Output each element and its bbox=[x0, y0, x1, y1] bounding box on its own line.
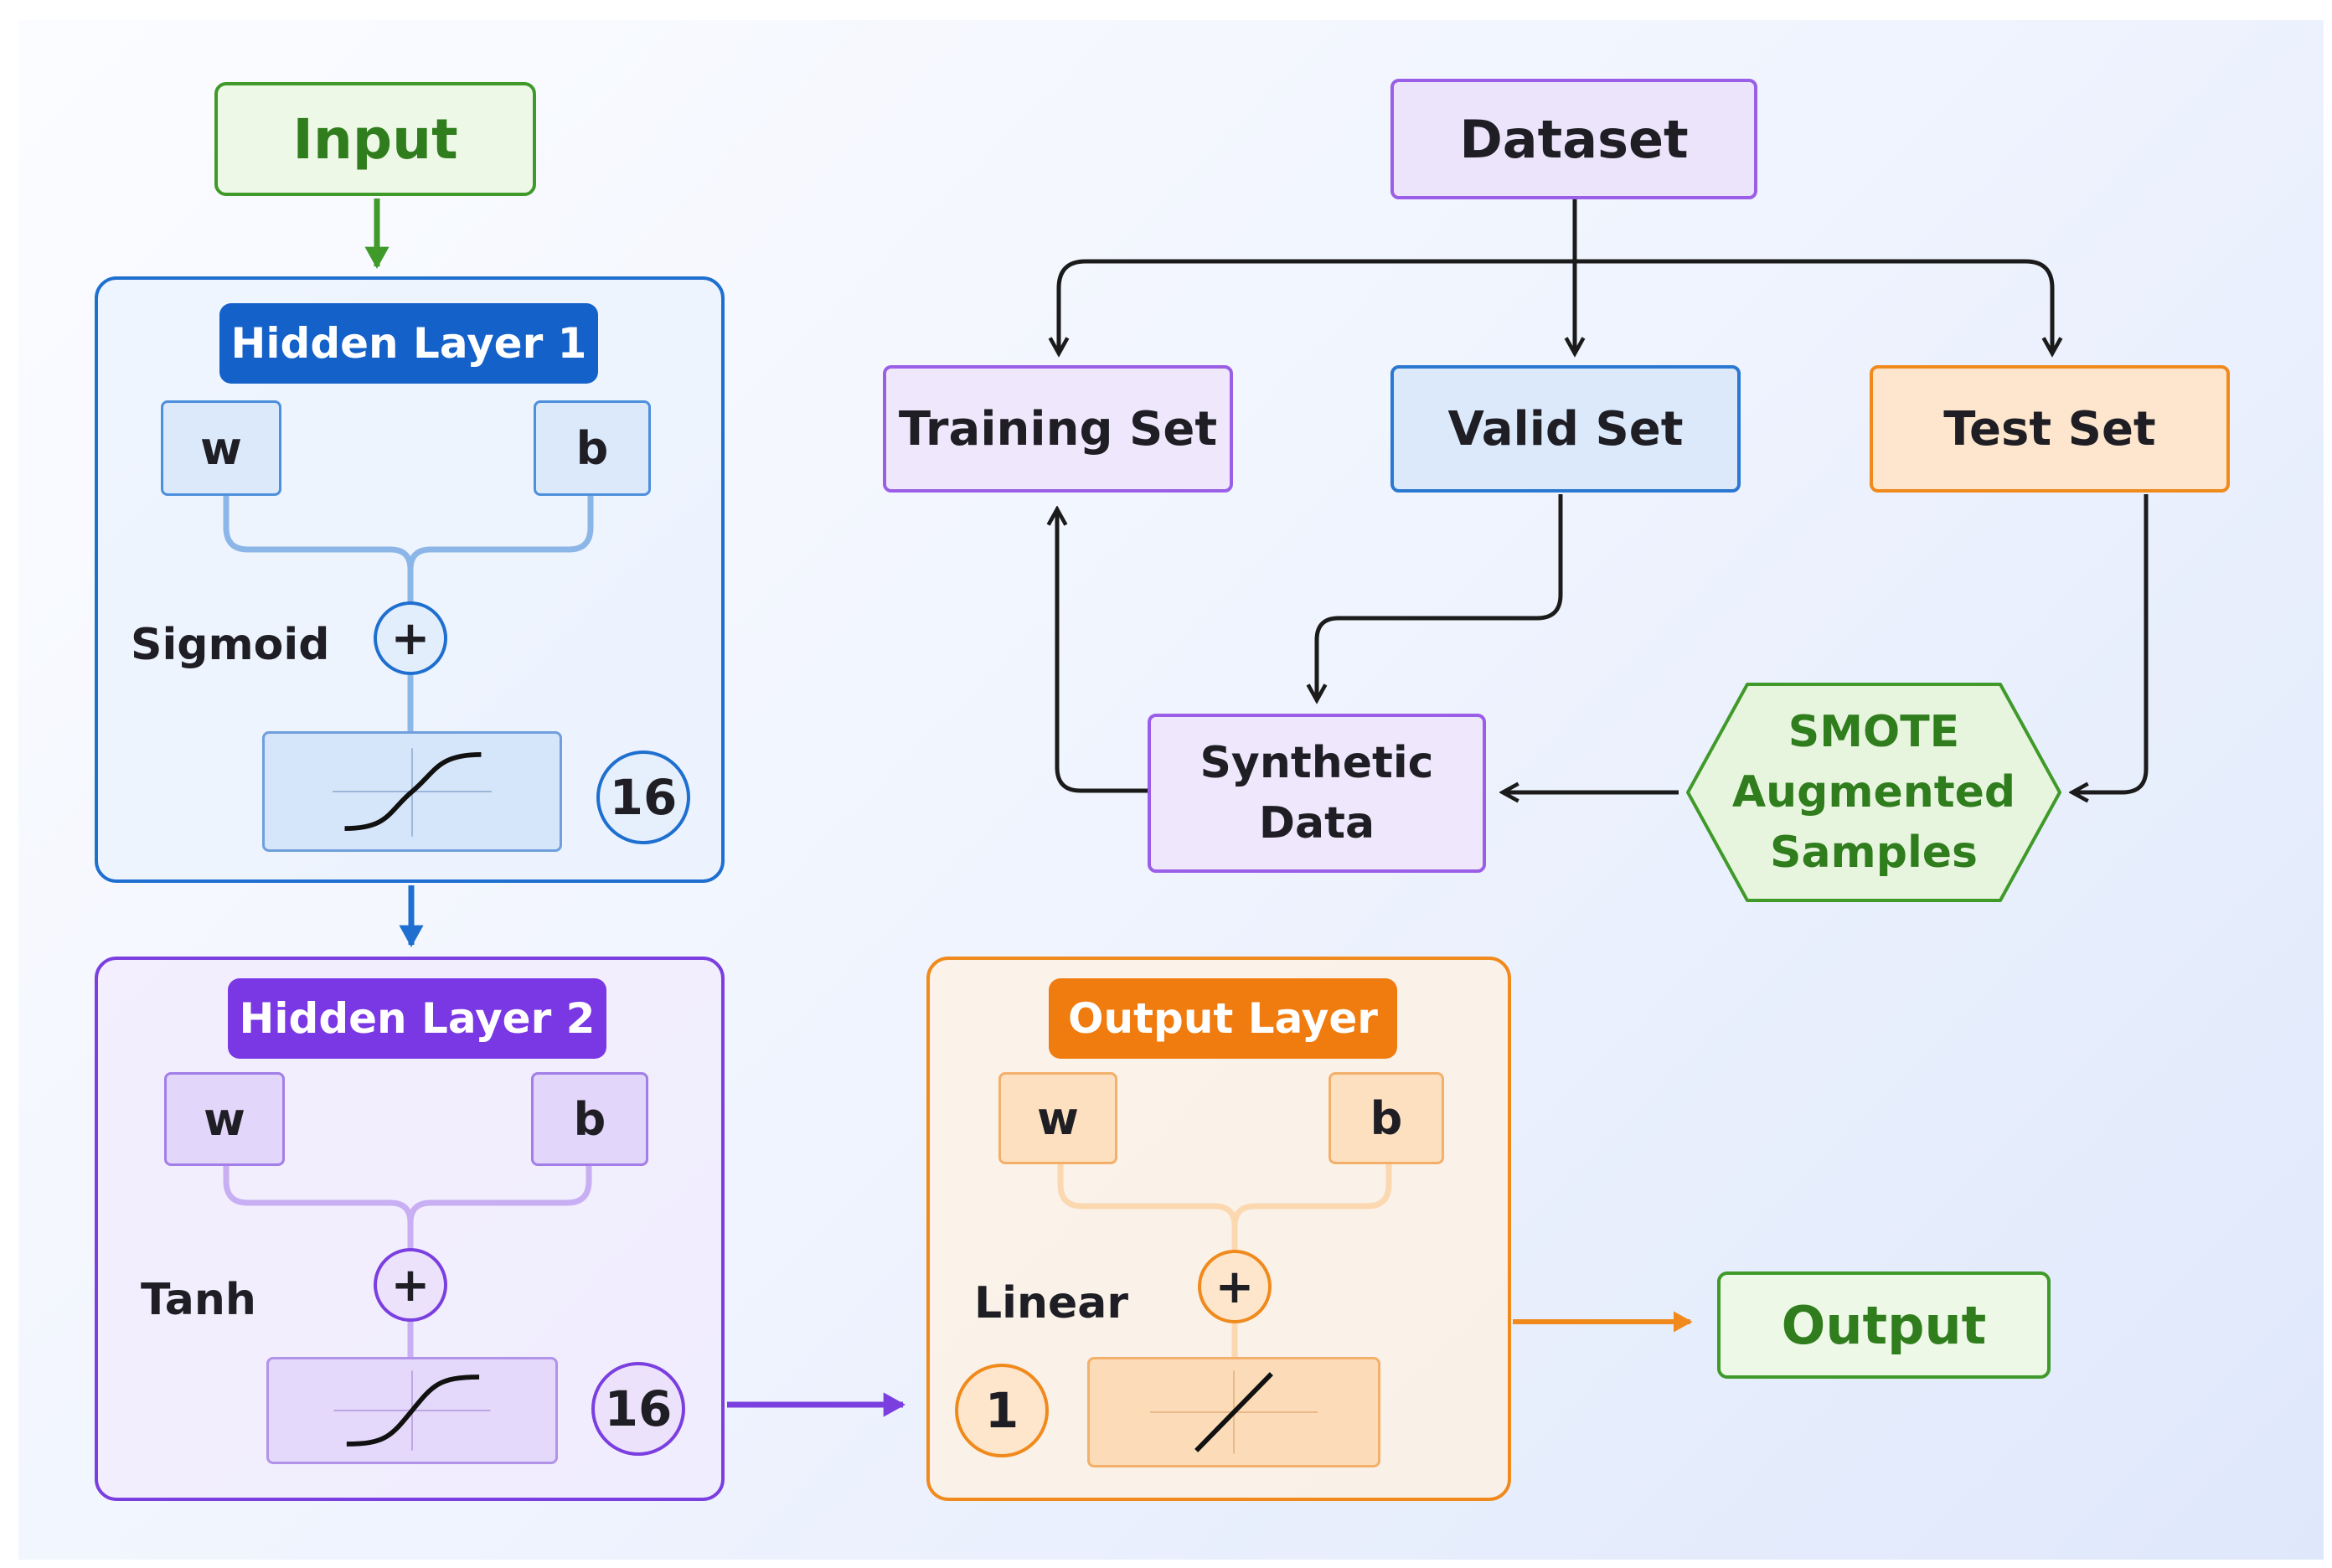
hidden-layer-1-activation-box bbox=[262, 731, 562, 852]
output-layer-bias-box: b bbox=[1329, 1072, 1444, 1164]
hidden-layer-2-weight-label: w bbox=[204, 1092, 245, 1146]
output-layer-units-value: 1 bbox=[984, 1382, 1019, 1439]
input-node: Input bbox=[214, 82, 536, 196]
arrow-valid-to-synthetic bbox=[1317, 494, 1563, 699]
hidden-layer-2-bias-box: b bbox=[531, 1072, 648, 1166]
hidden-layer-2-sum-node: + bbox=[374, 1248, 447, 1322]
arrow-dataset-to-test bbox=[1575, 259, 2052, 352]
smote-node: SMOTE Augmented Samples bbox=[1685, 682, 2062, 903]
output-layer-activation-box bbox=[1087, 1357, 1380, 1467]
hidden-layer-2-weight-box: w bbox=[164, 1072, 285, 1166]
dataset-label: Dataset bbox=[1459, 108, 1689, 170]
valid-set-label: Valid Set bbox=[1447, 401, 1684, 456]
synthetic-data-label-line1: Synthetic bbox=[1200, 738, 1434, 788]
output-layer-weight-box: w bbox=[998, 1072, 1117, 1164]
training-set-node: Training Set bbox=[883, 365, 1233, 493]
hidden-layer-1-bias-box: b bbox=[534, 400, 651, 496]
valid-set-node: Valid Set bbox=[1390, 365, 1741, 493]
hidden-layer-1-weight-box: w bbox=[161, 400, 281, 496]
hidden-layer-1-title-text: Hidden Layer 1 bbox=[230, 319, 587, 368]
smote-label-line3: Samples bbox=[1770, 828, 1978, 878]
sigmoid-curve-icon bbox=[333, 748, 492, 837]
hidden-layer-2-title-text: Hidden Layer 2 bbox=[239, 994, 596, 1043]
hidden-layer-2-activation-label: Tanh bbox=[141, 1275, 256, 1325]
hidden-layer-1-activation-label: Sigmoid bbox=[131, 620, 330, 670]
test-set-label: Test Set bbox=[1943, 401, 2156, 456]
output-node: Output bbox=[1717, 1271, 2051, 1379]
hidden-layer-2-units-value: 16 bbox=[604, 1380, 673, 1437]
hidden-layer-1-sum-node: + bbox=[374, 601, 447, 675]
arrow-dataset-to-training bbox=[1059, 198, 1577, 352]
smote-label-line2: Augmented bbox=[1731, 767, 2016, 818]
output-layer-units-badge: 1 bbox=[955, 1364, 1049, 1457]
output-layer-title: Output Layer bbox=[1049, 978, 1397, 1059]
arrow-test-to-smote bbox=[2074, 494, 2149, 792]
output-layer-plus-sign: + bbox=[1215, 1259, 1255, 1314]
hidden-layer-1-plus-sign: + bbox=[390, 611, 431, 666]
training-set-label: Training Set bbox=[898, 401, 1218, 456]
hidden-layer-2-plus-sign: + bbox=[390, 1257, 431, 1313]
hidden-layer-1-units-badge: 16 bbox=[596, 750, 690, 844]
smote-label-line1: SMOTE bbox=[1788, 707, 1960, 757]
hidden-layer-1-title: Hidden Layer 1 bbox=[219, 303, 598, 384]
smote-hexagon-shape bbox=[1686, 683, 2061, 902]
synthetic-data-label-line2: Data bbox=[1258, 798, 1375, 848]
synthetic-data-node: Synthetic Data bbox=[1148, 714, 1486, 873]
hidden-layer-1-weight-label: w bbox=[200, 421, 242, 475]
hidden-layer-2-activation-box bbox=[266, 1357, 558, 1464]
hidden-layer-1-units-value: 16 bbox=[609, 769, 678, 826]
output-layer-activation-label: Linear bbox=[974, 1278, 1128, 1328]
input-label: Input bbox=[292, 106, 458, 172]
output-layer-weight-label: w bbox=[1037, 1091, 1079, 1145]
hidden-layer-2-units-badge: 16 bbox=[591, 1362, 685, 1456]
output-layer-sum-node: + bbox=[1198, 1250, 1272, 1323]
dataset-node: Dataset bbox=[1390, 79, 1757, 199]
test-set-node: Test Set bbox=[1870, 365, 2230, 493]
arrow-synthetic-to-training bbox=[1057, 511, 1149, 793]
hidden-layer-1-bias-label: b bbox=[575, 421, 609, 475]
tanh-curve-icon bbox=[333, 1370, 491, 1451]
hidden-layer-2-bias-label: b bbox=[573, 1092, 606, 1146]
output-layer-bias-label: b bbox=[1370, 1091, 1403, 1145]
linear-line-icon bbox=[1149, 1370, 1318, 1454]
output-layer-title-text: Output Layer bbox=[1068, 994, 1378, 1043]
output-label: Output bbox=[1781, 1294, 1987, 1356]
hidden-layer-2-title: Hidden Layer 2 bbox=[228, 978, 606, 1059]
